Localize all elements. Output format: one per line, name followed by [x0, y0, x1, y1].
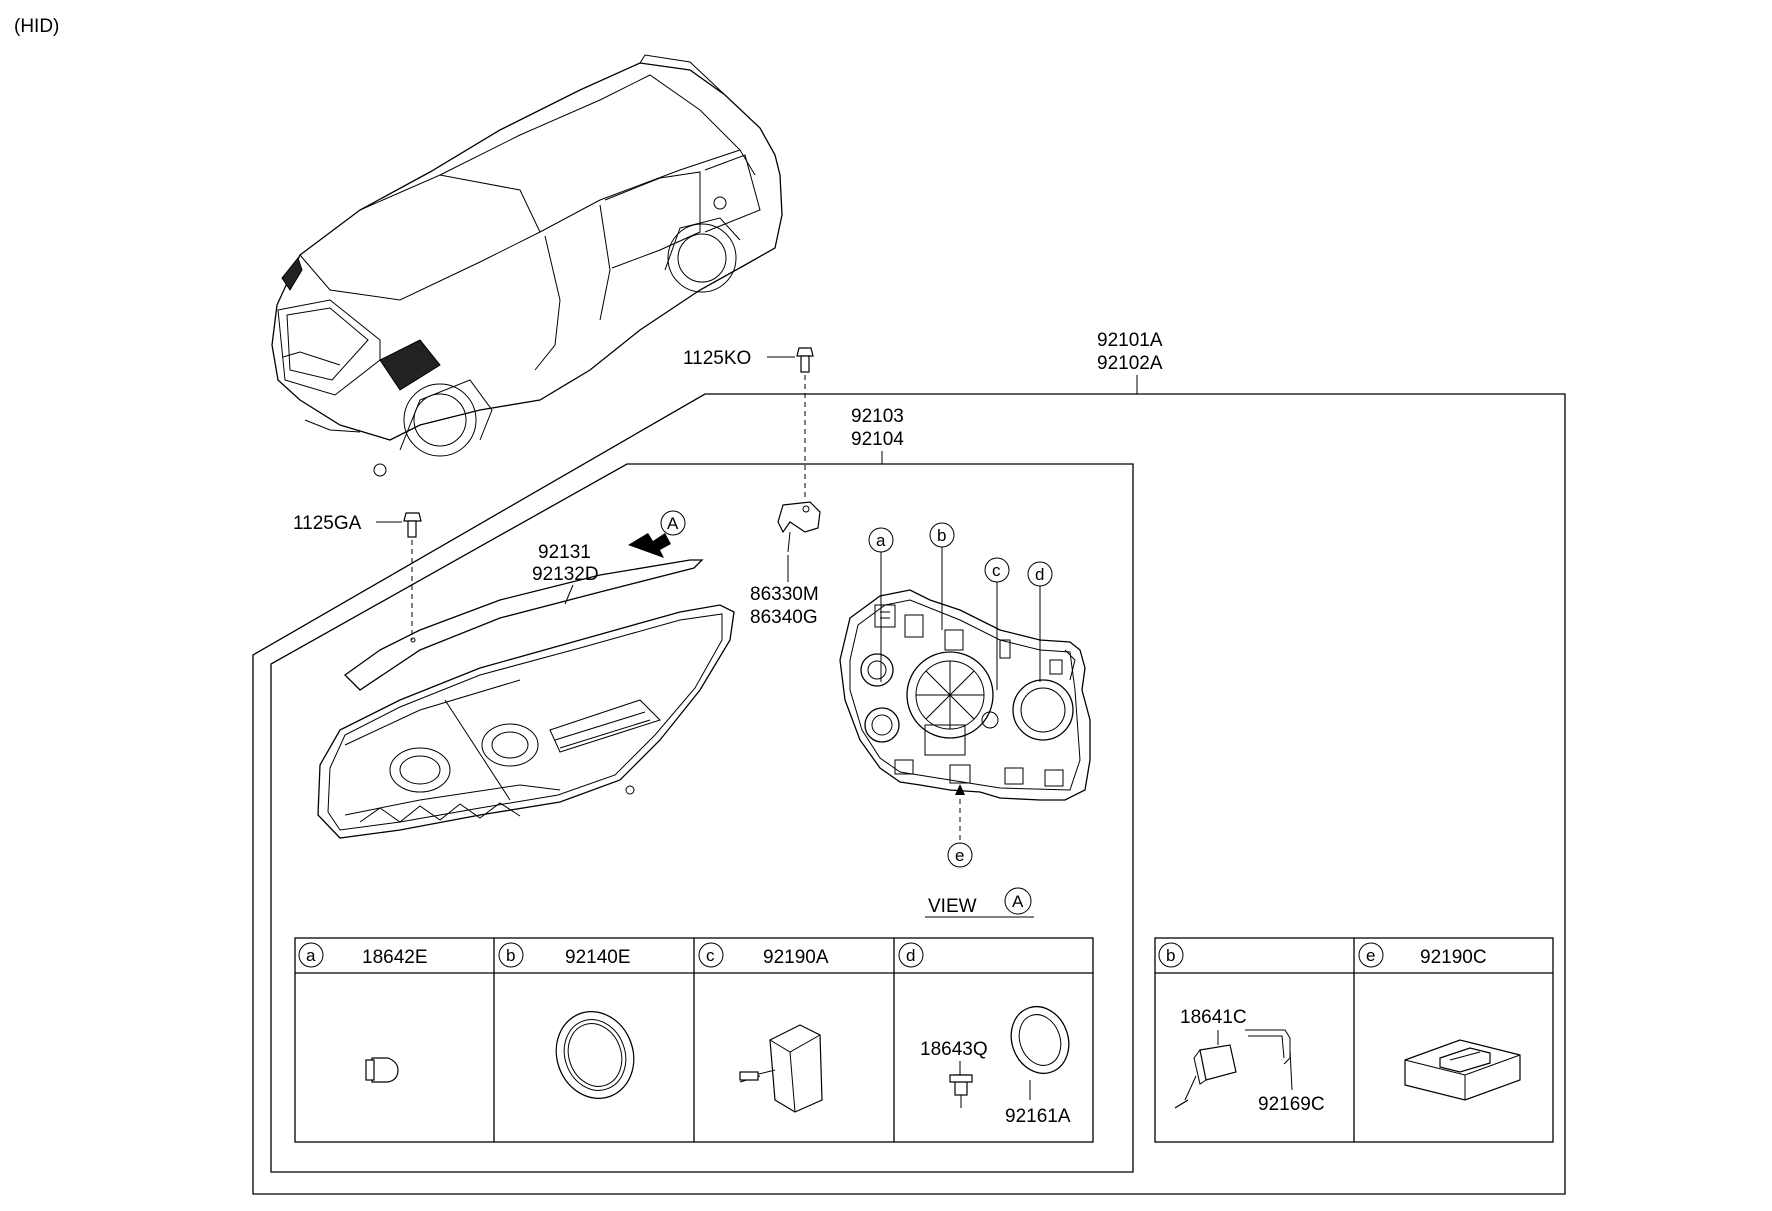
- svg-text:e: e: [955, 846, 964, 865]
- view-label-circle: [1004, 887, 1032, 915]
- callout-b: b: [929, 522, 955, 630]
- svg-text:c: c: [706, 946, 715, 965]
- headlamp-rear-view: [839, 589, 1091, 801]
- view-label-letter: A: [1012, 892, 1024, 911]
- socket-ring-icon: [1010, 1005, 1070, 1100]
- callout-e: e: [947, 784, 973, 868]
- svg-text:92190A: 92190A: [763, 947, 829, 968]
- view-direction-arrow-icon: [628, 533, 671, 558]
- svg-text:d: d: [1035, 565, 1044, 584]
- vehicle-illustration: [271, 54, 783, 477]
- ballast-icon: [1404, 1039, 1521, 1101]
- sub-assembly-part-number-2: 92104: [851, 429, 904, 450]
- svg-text:a: a: [876, 531, 886, 550]
- table-left-cell-b: b 92140E: [498, 942, 631, 968]
- assembly-frame: [252, 393, 1566, 1195]
- svg-text:92190C: 92190C: [1420, 947, 1487, 968]
- bracket-icon: [777, 501, 821, 553]
- sub-assembly-part-number-1: 92103: [851, 406, 904, 427]
- seal-part-number-1: 92131: [538, 542, 591, 563]
- screw-top-part-number: 1125KO: [683, 348, 751, 369]
- svg-text:b: b: [937, 526, 946, 545]
- bracket-part-number-2: 86340G: [750, 607, 818, 628]
- table-right-cell-b: b: [1158, 942, 1184, 968]
- callout-a: a: [868, 527, 894, 682]
- headlamp-front-view: [317, 559, 735, 839]
- callout-d: d: [1027, 561, 1053, 682]
- table-left-cell-c: c 92190A: [698, 942, 829, 968]
- svg-text:a: a: [306, 946, 316, 965]
- svg-text:b: b: [1166, 946, 1175, 965]
- hid-bulb-icon: [1174, 1044, 1237, 1109]
- assembly-part-number-1: 92101A: [1097, 330, 1163, 351]
- parts-table-right: [1154, 937, 1554, 1143]
- screw-left-part-number: 1125GA: [293, 513, 362, 534]
- svg-text:d: d: [906, 946, 915, 965]
- screw-top-icon: [767, 347, 814, 373]
- bulb-icon: [365, 1057, 399, 1083]
- table-right-b-sub-part-1: 18641C: [1180, 1007, 1247, 1028]
- bulb-h-icon: [949, 1074, 973, 1108]
- table-right-cell-e: e 92190C: [1358, 942, 1487, 968]
- callout-c: c: [984, 557, 1010, 690]
- svg-text:c: c: [992, 561, 1001, 580]
- view-marker-circle: [660, 510, 686, 536]
- svg-text:b: b: [506, 946, 515, 965]
- view-label: VIEW: [928, 896, 977, 917]
- parts-table-left: [294, 937, 1094, 1143]
- table-left-d-sub-part-2: 92161A: [1005, 1106, 1071, 1127]
- svg-text:18642E: 18642E: [362, 947, 428, 968]
- sub-assembly-frame: [270, 463, 1134, 1173]
- bracket-part-number-1: 86330M: [750, 584, 819, 605]
- svg-text:e: e: [1366, 946, 1375, 965]
- table-left-cell-a: a 18642E: [298, 942, 428, 968]
- variant-label: (HID): [14, 16, 59, 37]
- svg-text:92140E: 92140E: [565, 947, 631, 968]
- view-marker-letter: A: [667, 514, 679, 533]
- seal-part-number-2: 92132D: [532, 564, 599, 585]
- assembly-part-number-2: 92102A: [1097, 353, 1163, 374]
- ring-cap-icon: [555, 1011, 635, 1099]
- screw-left-icon: [376, 512, 422, 538]
- clip-bracket-icon: [1245, 1029, 1293, 1091]
- table-right-b-sub-part-2: 92169C: [1258, 1094, 1325, 1115]
- table-left-cell-d: d: [898, 942, 924, 968]
- table-left-d-sub-part-1: 18643Q: [920, 1039, 988, 1060]
- actuator-icon: [739, 1024, 823, 1113]
